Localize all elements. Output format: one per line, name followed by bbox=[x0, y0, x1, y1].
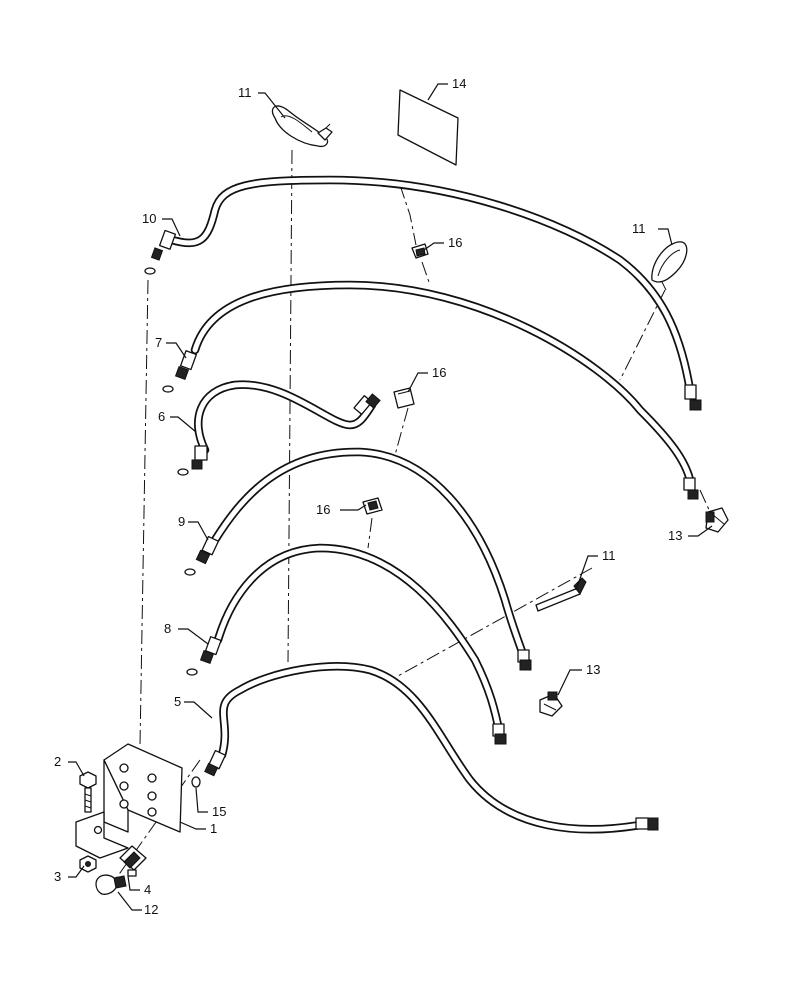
callout-16-mid: 16 bbox=[432, 365, 446, 380]
callout-13-lower: 13 bbox=[586, 662, 600, 677]
hose-5 bbox=[204, 662, 659, 834]
hose-7-left-fitting bbox=[174, 350, 198, 381]
callout-3: 3 bbox=[54, 869, 61, 884]
callout-6: 6 bbox=[158, 409, 165, 424]
callout-11-top: 11 bbox=[238, 85, 252, 100]
hose-8-right-fitting bbox=[492, 723, 507, 745]
label-sheet-14 bbox=[397, 89, 459, 166]
hose-9-left-fitting bbox=[195, 535, 220, 565]
callout-5: 5 bbox=[174, 694, 181, 709]
hose-8 bbox=[186, 543, 507, 745]
callout-16-low: 16 bbox=[316, 502, 330, 517]
alignment-lines bbox=[114, 149, 711, 881]
hose-7-right-fitting bbox=[683, 477, 699, 500]
hose-5-right-fitting bbox=[635, 817, 659, 831]
bolt-2 bbox=[79, 771, 97, 813]
callout-8: 8 bbox=[164, 621, 171, 636]
callout-13-upper: 13 bbox=[668, 528, 682, 543]
leader-lines bbox=[68, 83, 713, 911]
hose-10-o-ring bbox=[144, 267, 156, 275]
bracket-1 bbox=[75, 743, 183, 859]
hose-7 bbox=[162, 280, 699, 500]
callout-16-top: 16 bbox=[448, 235, 462, 250]
callout-7: 7 bbox=[155, 335, 162, 350]
hose-6 bbox=[177, 380, 381, 476]
callout-1: 1 bbox=[210, 821, 217, 836]
callout-9: 9 bbox=[178, 514, 185, 529]
clip-16-low bbox=[362, 497, 383, 515]
hose-6-right-fitting bbox=[353, 393, 381, 415]
hose-9 bbox=[184, 447, 532, 671]
clip-16-mid bbox=[393, 387, 415, 409]
callout-10: 10 bbox=[142, 211, 156, 226]
hose-5-left-fitting bbox=[204, 749, 227, 777]
hose-9-right-fitting bbox=[517, 649, 532, 671]
nut-3 bbox=[79, 855, 97, 873]
fitting-4 bbox=[119, 845, 147, 877]
callout-11-right: 11 bbox=[632, 221, 646, 236]
hose-8-left-fitting bbox=[199, 636, 222, 665]
callout-numbers: 11 14 10 16 11 7 16 6 16 9 13 11 8 13 5 … bbox=[54, 76, 682, 917]
callout-14: 14 bbox=[452, 76, 466, 91]
hose-10 bbox=[144, 175, 702, 411]
cap-12 bbox=[95, 874, 127, 895]
elbow-13-lower bbox=[539, 691, 563, 717]
clamp-11-right bbox=[651, 241, 688, 291]
callout-11-rod: 11 bbox=[602, 548, 616, 563]
hose-6-o-ring bbox=[177, 468, 189, 476]
callout-2: 2 bbox=[54, 754, 61, 769]
hose-9-o-ring bbox=[184, 568, 196, 576]
hose-6-left-fitting bbox=[191, 445, 208, 470]
o-ring-15 bbox=[191, 776, 201, 788]
hose-10-right-fitting bbox=[684, 384, 702, 411]
hose-8-o-ring bbox=[186, 668, 198, 676]
callout-15: 15 bbox=[212, 804, 226, 819]
callout-12: 12 bbox=[144, 902, 158, 917]
clip-16-top bbox=[411, 243, 429, 259]
hose-10-left-fitting bbox=[150, 229, 177, 261]
callout-4: 4 bbox=[144, 882, 151, 897]
hose-7-o-ring bbox=[162, 385, 174, 393]
clamp-11-top bbox=[271, 105, 333, 148]
